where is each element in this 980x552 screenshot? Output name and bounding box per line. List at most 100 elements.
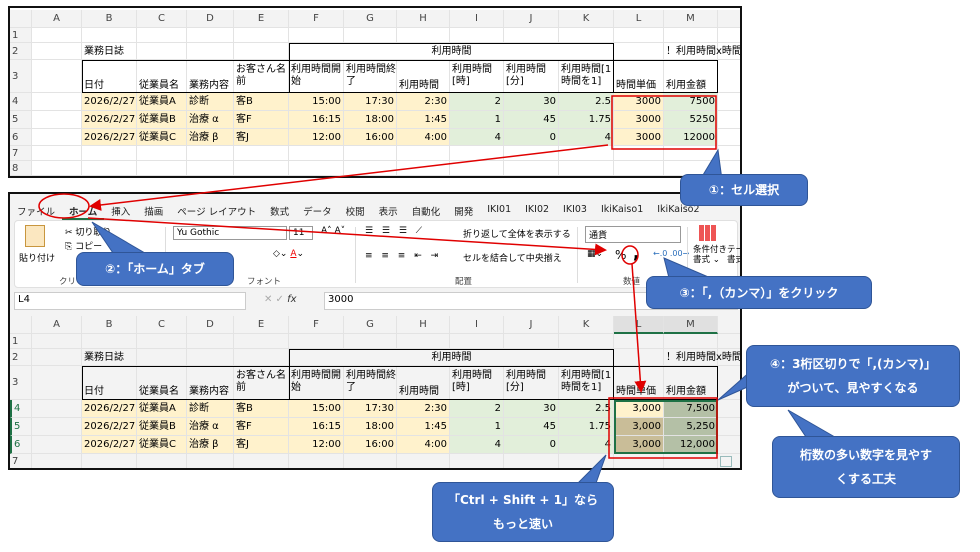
cell-F6[interactable]: 12:00 [289,129,344,146]
cell-J8[interactable] [504,161,559,176]
cell-G6[interactable]: 16:00 [344,436,397,454]
cell-F2[interactable]: 利用時間 [289,43,614,60]
cell-A1[interactable] [32,28,82,43]
tab-11[interactable]: IKI01 [487,204,512,215]
paste-button[interactable]: 貼り付け [19,254,56,264]
cell-E6[interactable]: 客J [234,436,289,454]
cell-F3[interactable]: 利用時間開 始 [289,366,344,400]
row-header-5[interactable]: 5 [10,111,32,129]
cell-D5[interactable]: 治療 α [187,418,234,436]
cell-J3[interactable]: 利用時間 [分] [504,366,559,400]
comma-style-button[interactable]: , [633,243,640,262]
cell-J7[interactable] [504,146,559,161]
cell-M1[interactable] [664,28,718,43]
conditional-format-button[interactable]: 条件付き 書式 ⌄ [693,245,728,265]
column-header-K[interactable]: K [559,10,614,28]
cell-G7[interactable] [344,454,397,468]
cell-I7[interactable] [450,454,504,468]
cell-I1[interactable] [450,334,504,349]
column-header-B[interactable]: B [82,10,137,28]
cell-E7[interactable] [234,146,289,161]
cell-C2[interactable] [137,349,187,366]
cell-G4[interactable]: 17:30 [344,93,397,111]
cell-L8[interactable] [614,161,664,176]
cell-D5[interactable]: 治療 α [187,111,234,129]
tab-10[interactable]: 開発 [454,207,474,218]
tab-0[interactable]: ファイル [17,207,56,218]
cell-F4[interactable]: 15:00 [289,93,344,111]
cell-C7[interactable] [137,454,187,468]
cell-E4[interactable]: 客B [234,400,289,418]
cell-C5[interactable]: 従業員B [137,418,187,436]
cell-B6[interactable]: 2026/2/27 [82,129,137,146]
merge-center-button[interactable]: セルを結合して中央揃え [463,254,562,264]
cell-C6[interactable]: 従業員C [137,436,187,454]
cell-J6[interactable]: 0 [504,436,559,454]
cell-L4[interactable]: 3,000 [614,400,664,418]
cell-B6[interactable]: 2026/2/27 [82,436,137,454]
cell-F1[interactable] [289,334,344,349]
cell-A5[interactable] [32,111,82,129]
cell-A7[interactable] [32,146,82,161]
cell-B4[interactable]: 2026/2/27 [82,400,137,418]
cell-F1[interactable] [289,28,344,43]
cell-D7[interactable] [187,454,234,468]
align-icons[interactable]: ☰ ☰ ☰ ⟋ [365,226,426,236]
tab-3[interactable]: 描画 [144,207,164,218]
cell-E5[interactable]: 客F [234,418,289,436]
column-header-A[interactable]: A [32,316,82,334]
column-header-C[interactable]: C [137,316,187,334]
cell-J6[interactable]: 0 [504,129,559,146]
cell-N6[interactable] [718,129,740,146]
cell-E1[interactable] [234,28,289,43]
cell-L3[interactable]: 時間単価 [614,366,664,400]
cell-C3[interactable]: 従業員名 [137,366,187,400]
cell-K6[interactable]: 4 [559,129,614,146]
column-header-H[interactable]: H [397,316,450,334]
cell-F3[interactable]: 利用時間開 始 [289,60,344,93]
column-header-K[interactable]: K [559,316,614,334]
row-header-2[interactable]: 2 [10,43,32,60]
cell-K3[interactable]: 利用時間[1 時間を1] [559,60,614,93]
cell-B2[interactable]: 業務日誌 [82,349,137,366]
cell-G7[interactable] [344,146,397,161]
cell-E4[interactable]: 客B [234,93,289,111]
cell-F2[interactable]: 利用時間 [289,349,614,366]
column-header-A[interactable]: A [32,10,82,28]
cell-I7[interactable] [450,146,504,161]
cell-H6[interactable]: 4:00 [397,436,450,454]
cell-N5[interactable] [718,111,740,129]
cell-B5[interactable]: 2026/2/27 [82,418,137,436]
cell-D6[interactable]: 治療 β [187,436,234,454]
row-header-5[interactable]: 5 [10,418,32,436]
tab-15[interactable]: IkiKaiso2 [657,204,700,215]
fx-icon[interactable]: fx [287,294,297,305]
cell-J4[interactable]: 30 [504,93,559,111]
cell-E1[interactable] [234,334,289,349]
cell-D3[interactable]: 業務内容 [187,366,234,400]
row-header-2[interactable]: 2 [10,349,32,366]
cell-I6[interactable]: 4 [450,436,504,454]
cell-K5[interactable]: 1.75 [559,418,614,436]
cell-M3[interactable]: 利用金額 [664,60,718,93]
cell-K7[interactable] [559,454,614,468]
cell-M7[interactable] [664,454,718,468]
cell-L1[interactable] [614,28,664,43]
conditional-format-icon[interactable] [699,225,717,241]
tab-13[interactable]: IKI03 [563,204,587,215]
cell-D7[interactable] [187,146,234,161]
cell-A6[interactable] [32,436,82,454]
paste-icon[interactable] [25,225,45,247]
cell-M7[interactable] [664,146,718,161]
cell-E3[interactable]: お客さん名 前 [234,60,289,93]
cell-M6[interactable]: 12000 [664,129,718,146]
column-header-D[interactable]: D [187,10,234,28]
cell-K7[interactable] [559,146,614,161]
cell-E8[interactable] [234,161,289,176]
cell-G3[interactable]: 利用時間終 了 [344,366,397,400]
column-header-G[interactable]: G [344,316,397,334]
cell-J1[interactable] [504,28,559,43]
cell-M4[interactable]: 7,500 [664,400,718,418]
cell-I3[interactable]: 利用時間 [時] [450,366,504,400]
column-header-J[interactable]: J [504,316,559,334]
